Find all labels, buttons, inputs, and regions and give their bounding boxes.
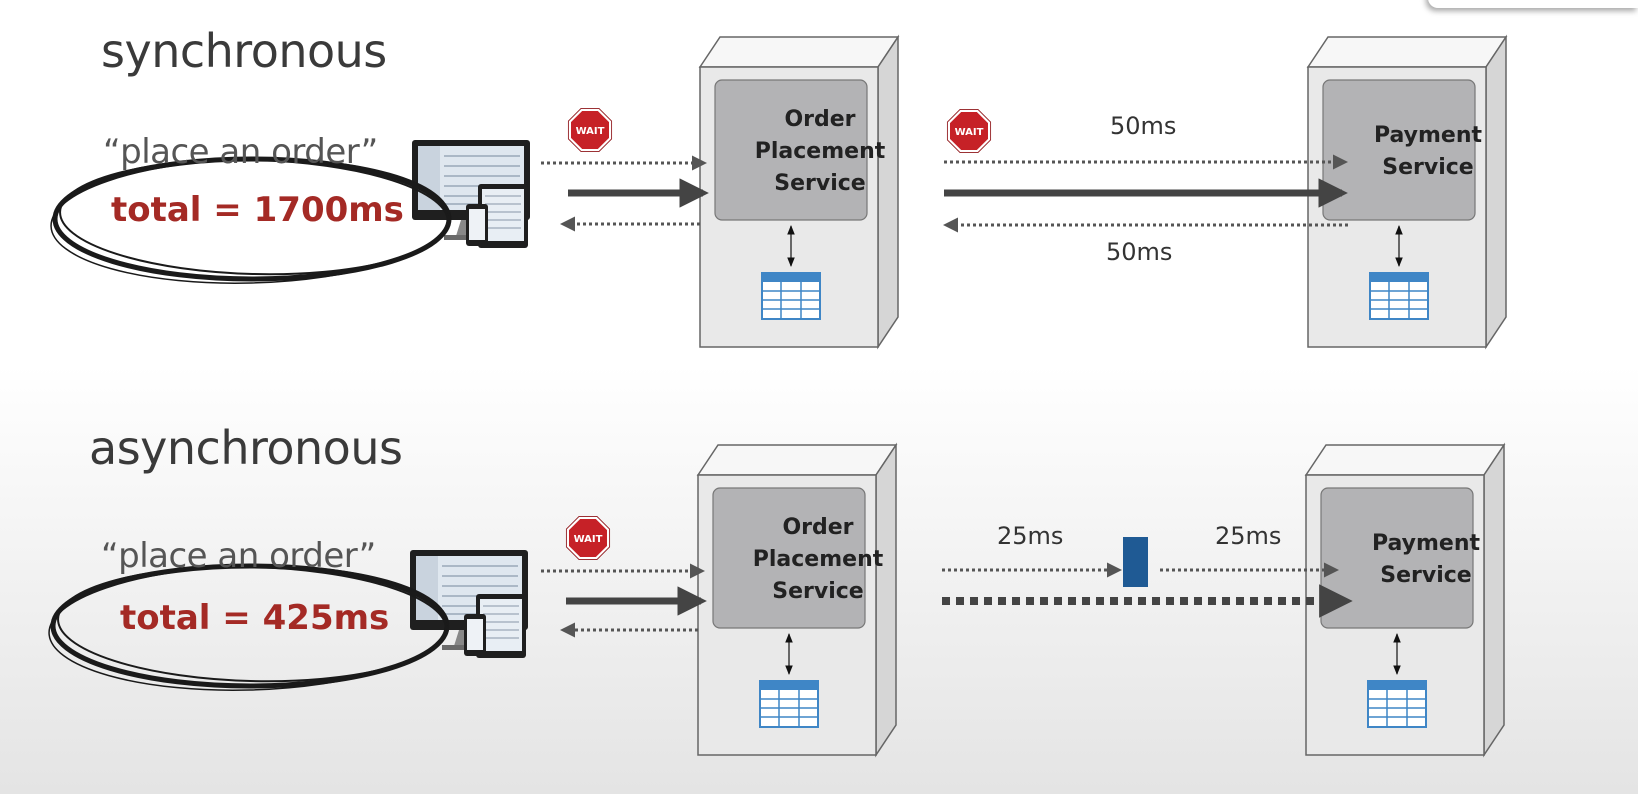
- async-total-highlight-ellipse: [48, 563, 450, 691]
- sync-order-service-label: Order Placement Service: [754, 107, 886, 196]
- sync-quote-label: “place an order”: [103, 132, 378, 172]
- wait-badge-label: WAIT: [955, 127, 984, 138]
- sync-section-title: synchronous: [101, 24, 387, 78]
- sync-payment-service-label: Payment Service: [1373, 123, 1483, 180]
- sync-wait-sign-icon-1: WAIT: [567, 107, 613, 153]
- async-wait-sign-icon: WAIT: [565, 515, 611, 561]
- async-total-time: total = 425ms: [120, 598, 390, 638]
- sync-wait-sign-icon-2: WAIT: [946, 108, 992, 154]
- sync-total-highlight-ellipse: [50, 156, 452, 284]
- sync-request-latency: 50ms: [1110, 112, 1177, 140]
- async-latency-to-queue: 25ms: [997, 522, 1064, 550]
- sync-total-time: total = 1700ms: [111, 190, 404, 230]
- sync-response-latency: 50ms: [1106, 238, 1173, 266]
- wait-badge-label: WAIT: [576, 126, 605, 137]
- async-quote-label: “place an order”: [101, 536, 376, 576]
- window-corner-tab: [1428, 0, 1638, 8]
- message-queue-icon: [1123, 537, 1148, 587]
- async-payment-service-label: Payment Service: [1371, 531, 1481, 588]
- async-latency-from-queue: 25ms: [1215, 522, 1282, 550]
- async-section-title: asynchronous: [89, 421, 403, 475]
- async-order-service-label: Order Placement Service: [752, 515, 884, 604]
- wait-badge-label: WAIT: [574, 534, 603, 545]
